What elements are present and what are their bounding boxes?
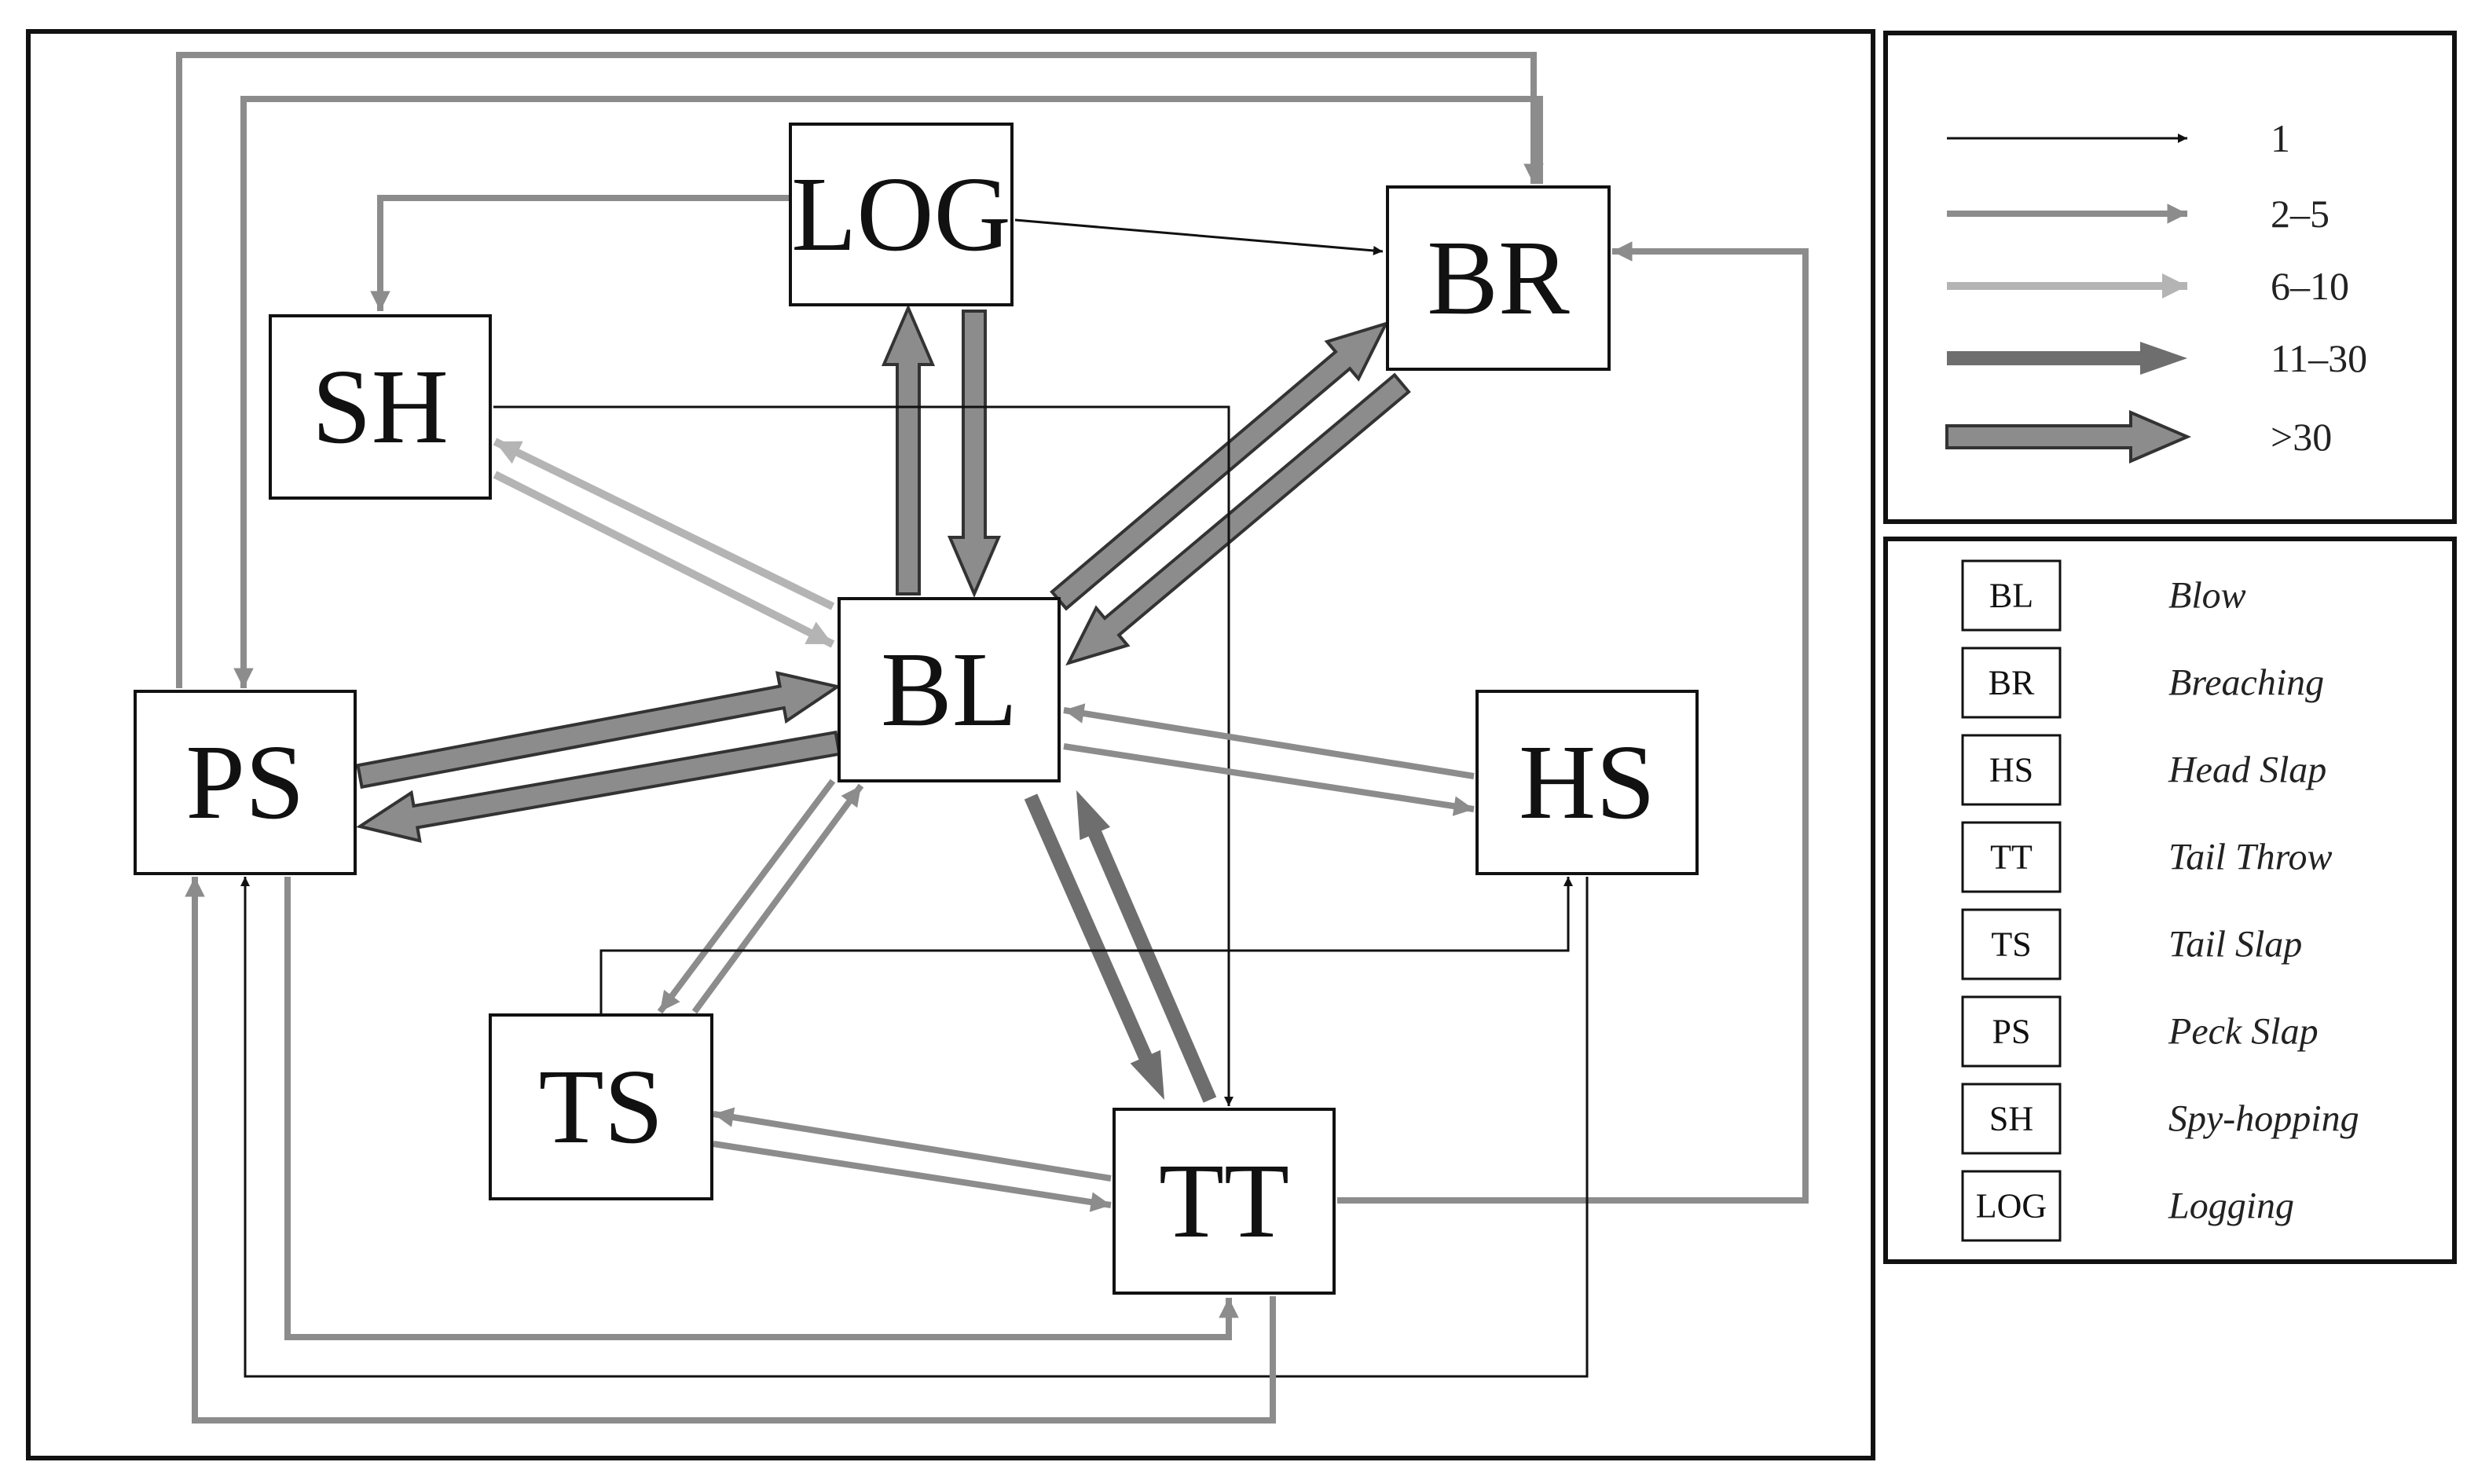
diagram-frame xyxy=(26,29,1875,1460)
node-sh-label: SH xyxy=(312,348,449,466)
node-br-label: BR xyxy=(1427,219,1570,337)
key-abbr-box xyxy=(1961,1083,2062,1155)
node-ps[interactable]: PS xyxy=(134,690,357,875)
arrow-ps-to-tt xyxy=(284,877,1239,1340)
key-behavior-name: Blow xyxy=(2168,575,2246,617)
key-abbr-box xyxy=(1961,821,2062,893)
arrow-bl-to-sh xyxy=(493,438,835,610)
node-tt-label: TT xyxy=(1159,1142,1289,1260)
key-row-hs: HS Head Slap xyxy=(1961,734,2326,806)
arrow-tt-to-bl xyxy=(1076,790,1217,1103)
key-abbr-box xyxy=(1961,995,2062,1068)
key-behavior-name: Breaching xyxy=(2168,662,2324,704)
node-ts[interactable]: TS xyxy=(489,1013,713,1200)
arrow-hs-to-ps xyxy=(240,877,1589,1378)
arrow-bl-to-ts xyxy=(657,779,836,1014)
node-hs[interactable]: HS xyxy=(1475,690,1699,875)
scale-label-1: 1 xyxy=(2271,116,2290,160)
key-behavior-name: Spy-hopping xyxy=(2168,1098,2359,1140)
arrow-log-to-bl xyxy=(947,310,1002,599)
key-abbr-box xyxy=(1961,734,2062,806)
node-sh[interactable]: SH xyxy=(269,314,492,500)
arrow-sh-to-tt xyxy=(493,405,1234,1106)
key-abbr-box xyxy=(1961,559,2062,632)
arrow-log-to-sh xyxy=(370,195,790,311)
key-row-bl: BL Blow xyxy=(1961,559,2246,632)
arrow-bl-to-tt xyxy=(1024,793,1164,1100)
arrow-log-to-br xyxy=(1014,218,1384,255)
legend-scale: 1 2–5 6–10 11–30 >30 xyxy=(1883,31,2457,524)
key-row-tt: TT Tail Throw xyxy=(1961,821,2333,893)
arrow-ts-to-bl xyxy=(691,783,864,1014)
key-abbr-box xyxy=(1961,908,2062,980)
arrow-br-to-ps xyxy=(233,96,1543,688)
arrow-hs-to-bl xyxy=(1063,703,1475,779)
key-behavior-name: Peck Slap xyxy=(2168,1011,2319,1053)
key-abbr-label: SH xyxy=(1989,1100,2033,1138)
node-bl[interactable]: BL xyxy=(838,597,1061,782)
behavior-nodes: LOG BR SH BL PS HS TS TT xyxy=(134,123,1699,1295)
key-abbr-box xyxy=(1961,647,2062,719)
key-row-ps: PS Peck Slap xyxy=(1961,995,2319,1068)
key-row-br: BR Breaching xyxy=(1961,647,2324,719)
node-hs-label: HS xyxy=(1519,724,1655,841)
scale-arrow-4 xyxy=(1947,342,2187,375)
arrow-br-to-bl xyxy=(1065,372,1411,666)
node-ps-label: PS xyxy=(185,724,304,841)
arrow-ps-to-bl xyxy=(356,671,841,790)
node-ts-label: TS xyxy=(539,1048,664,1166)
arrow-bl-to-br xyxy=(1050,321,1389,611)
key-behavior-name: Tail Slap xyxy=(2168,924,2302,966)
arrow-tt-to-ps xyxy=(185,877,1276,1424)
arrow-ts-to-tt xyxy=(713,1141,1112,1212)
key-abbr-label: TT xyxy=(1990,838,2033,877)
arrow-sh-to-bl xyxy=(493,471,835,648)
arrow-tt-to-br xyxy=(1337,241,1809,1204)
arrow-tt-to-ts xyxy=(713,1107,1112,1182)
scale-label-2-5: 2–5 xyxy=(2271,192,2330,236)
key-row-ts: TS Tail Slap xyxy=(1961,908,2302,980)
key-abbr-label: HS xyxy=(1989,751,2033,790)
key-abbr-label: BL xyxy=(1989,577,2033,615)
key-row-sh: SH Spy-hopping xyxy=(1961,1083,2359,1155)
arrow-bl-to-ps xyxy=(356,730,841,843)
key-abbr-label: PS xyxy=(1992,1013,2031,1051)
key-abbr-box xyxy=(1961,1170,2062,1242)
key-behavior-name: Logging xyxy=(2168,1185,2294,1227)
arrow-bl-to-hs xyxy=(1063,743,1475,816)
arrow-ts-to-hs xyxy=(599,877,1573,1013)
node-log[interactable]: LOG xyxy=(789,123,1014,306)
transition-arrows xyxy=(176,52,1809,1424)
arrow-ps-to-br xyxy=(176,52,1544,688)
key-abbr-label: TS xyxy=(1991,925,2031,964)
key-behavior-name: Head Slap xyxy=(2168,749,2326,791)
key-abbr-label: BR xyxy=(1989,664,2035,702)
node-tt[interactable]: TT xyxy=(1113,1108,1336,1295)
node-br[interactable]: BR xyxy=(1386,185,1611,371)
scale-label-30: >30 xyxy=(2271,415,2332,459)
node-bl-label: BL xyxy=(881,631,1017,749)
scale-label-11-30: 11–30 xyxy=(2271,336,2367,380)
scale-arrow-5 xyxy=(1945,409,2192,464)
scale-label-6-10: 6–10 xyxy=(2271,264,2349,308)
key-row-log: LOG Logging xyxy=(1961,1170,2294,1242)
node-log-label: LOG xyxy=(791,156,1011,273)
key-behavior-name: Tail Throw xyxy=(2168,837,2333,878)
arrow-bl-to-log xyxy=(881,303,936,595)
key-abbr-label: LOG xyxy=(1976,1187,2047,1226)
